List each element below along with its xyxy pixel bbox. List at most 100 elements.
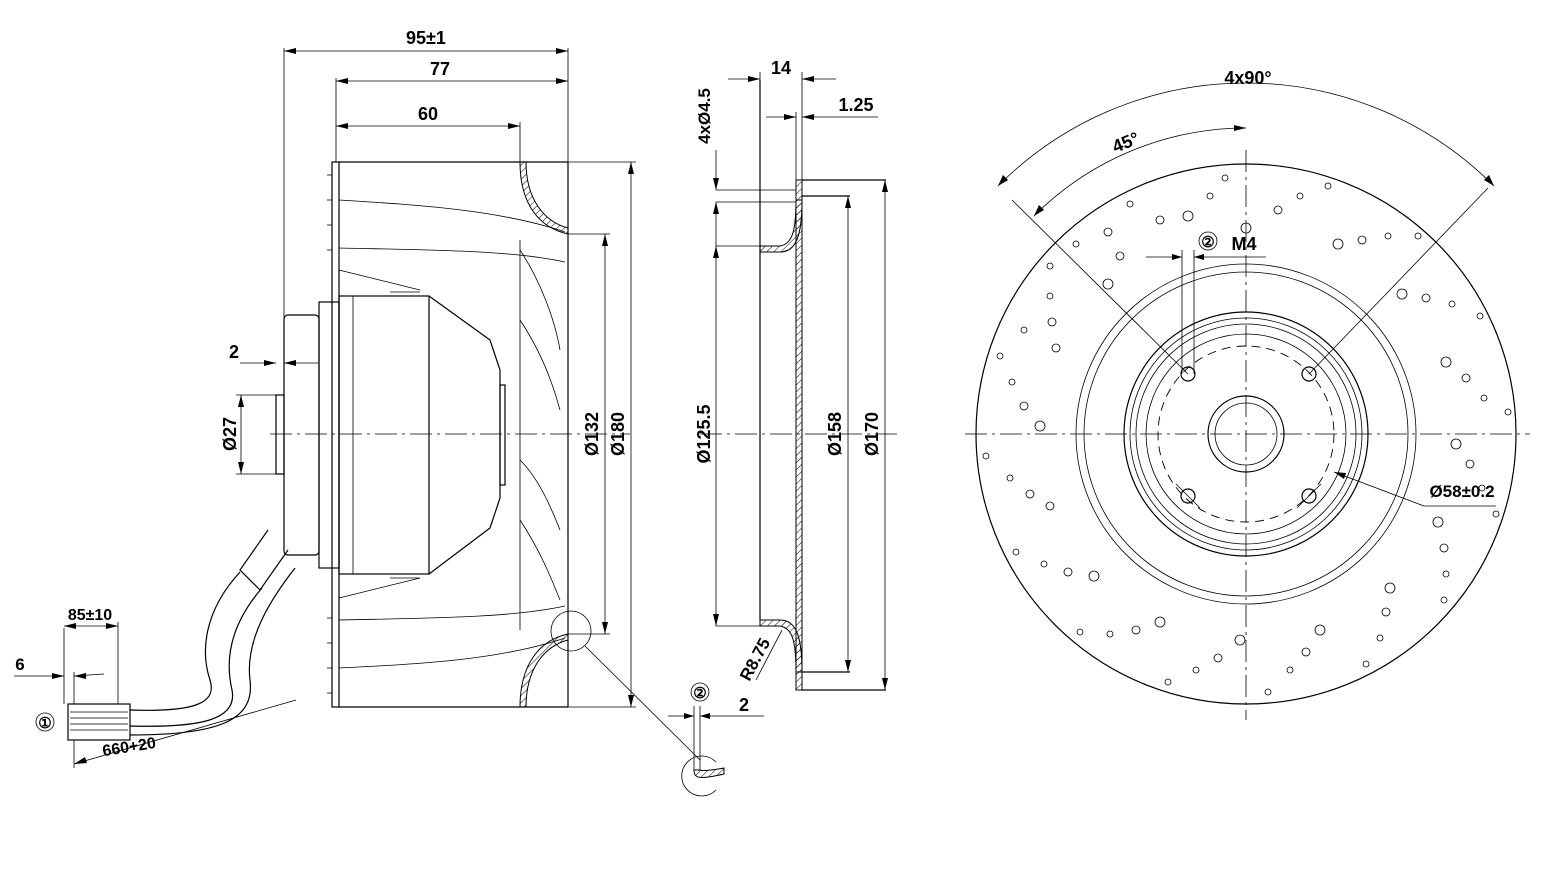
perforation	[1332, 238, 1344, 250]
ring-circle-1	[1075, 263, 1417, 605]
perforation	[1076, 628, 1084, 636]
detail-view: ② 2	[668, 682, 764, 797]
perforation	[1296, 192, 1304, 200]
detail-callout-circle	[690, 682, 710, 702]
impeller-back-plate	[331, 161, 340, 708]
dim-hub-diameter: Ø27	[220, 417, 240, 451]
perforation	[1126, 200, 1134, 208]
motor-circle-1	[1135, 323, 1357, 545]
motor-circle-2	[1145, 333, 1347, 535]
perforation	[1478, 484, 1486, 492]
perforation	[1006, 474, 1014, 482]
inlet-ring-bottom	[519, 633, 569, 708]
perforation	[1072, 240, 1080, 248]
section-view-dimensions: 14 1.25 4xØ4.5 Ø125.5 Ø158 Ø170 R8.75 ②	[668, 58, 888, 797]
detail-callout: ②	[693, 685, 706, 702]
side-view-dimensions: 95±1 77 60 2 Ø27 Ø132 Ø180	[14, 28, 701, 768]
motor-shaft-stub	[275, 394, 285, 475]
perforation	[1396, 288, 1408, 300]
back-plate-teeth	[327, 174, 332, 694]
angle-arc	[1033, 127, 1247, 217]
perforation	[1362, 660, 1370, 668]
perforation	[1504, 408, 1512, 416]
perforation	[1461, 373, 1471, 383]
perforation	[1357, 235, 1367, 245]
perforation	[1046, 292, 1054, 300]
perforation	[1154, 616, 1166, 628]
mounting-holes	[1180, 366, 1317, 504]
perforation	[1040, 560, 1048, 568]
hub-circle-inner	[1214, 402, 1278, 466]
motor-flange	[318, 301, 340, 569]
mounting-hole	[1301, 366, 1317, 382]
perforation	[1286, 666, 1294, 674]
outer-flange-circle	[975, 163, 1517, 705]
perforation	[1448, 300, 1456, 308]
section-view	[700, 80, 900, 691]
ring-circle-2	[1083, 271, 1409, 597]
dim-angle: 45°	[1109, 128, 1142, 157]
perforation	[1213, 653, 1223, 663]
dim-radius: R8.75	[736, 635, 774, 684]
perforation	[1384, 232, 1392, 240]
mounting-hole	[1301, 488, 1317, 504]
perforation	[1051, 343, 1061, 353]
dim-ring-diameter: Ø158	[825, 412, 845, 456]
perforation	[1046, 262, 1054, 270]
perforation	[1440, 356, 1452, 368]
inlet-circle	[1123, 311, 1369, 557]
perforation	[1063, 567, 1073, 577]
motor-body	[338, 295, 430, 575]
front-view	[965, 150, 1530, 720]
mounting-hole	[1180, 366, 1196, 382]
perforation	[1439, 543, 1449, 553]
dim-blade-depth: 60	[418, 104, 438, 124]
cable-lead-length: 6	[15, 655, 24, 674]
perforation	[1324, 182, 1332, 190]
perforation	[1020, 326, 1028, 334]
perforation	[1164, 678, 1172, 686]
perforation	[1432, 516, 1444, 528]
inlet-profile-bottom	[759, 619, 803, 673]
perforation	[1476, 312, 1484, 320]
flange-perforations	[982, 174, 1512, 696]
cable-callout: ①	[38, 715, 51, 732]
perforation	[1025, 489, 1035, 499]
perforation	[1414, 232, 1422, 240]
thread-callout: ②	[1201, 234, 1214, 251]
perforation	[1131, 625, 1141, 635]
perforation	[1182, 210, 1194, 222]
perforation	[1440, 596, 1448, 604]
perforation	[996, 352, 1004, 360]
perforation	[1192, 666, 1200, 674]
front-view-dimensions: 4x90° 45° ② M4 Ø58±0.2	[997, 68, 1496, 507]
spacing-arc	[997, 82, 1495, 187]
inlet-inner-circle	[1129, 317, 1363, 551]
perforation	[1008, 378, 1016, 386]
thread-callout-circle	[1198, 231, 1218, 251]
perforation	[1102, 278, 1114, 290]
perforation	[1088, 570, 1100, 582]
perforation	[1301, 647, 1311, 657]
perforation	[1034, 420, 1046, 432]
dim-inlet-diameter: Ø125.5	[694, 404, 714, 463]
bolt-circle	[1157, 345, 1335, 523]
perforation	[1273, 205, 1283, 215]
perforation	[1480, 394, 1488, 402]
perforation	[1106, 630, 1114, 638]
dim-hub-step: 2	[229, 342, 239, 362]
mounting-hole	[1180, 488, 1196, 504]
perforation	[1442, 570, 1450, 578]
dim-inner-ring: Ø132	[582, 412, 602, 456]
impeller-blades	[338, 199, 566, 669]
perforation	[1384, 582, 1396, 594]
perforation	[982, 452, 990, 460]
perforation	[1155, 215, 1165, 225]
perforation	[1492, 510, 1500, 518]
dim-bolt-circle: Ø58±0.2	[1429, 482, 1494, 501]
dim-flange-width: 14	[771, 58, 791, 78]
perforation	[1103, 227, 1113, 237]
perforation	[1450, 438, 1462, 450]
flange-sheet	[795, 179, 803, 691]
perforation	[1465, 459, 1475, 469]
